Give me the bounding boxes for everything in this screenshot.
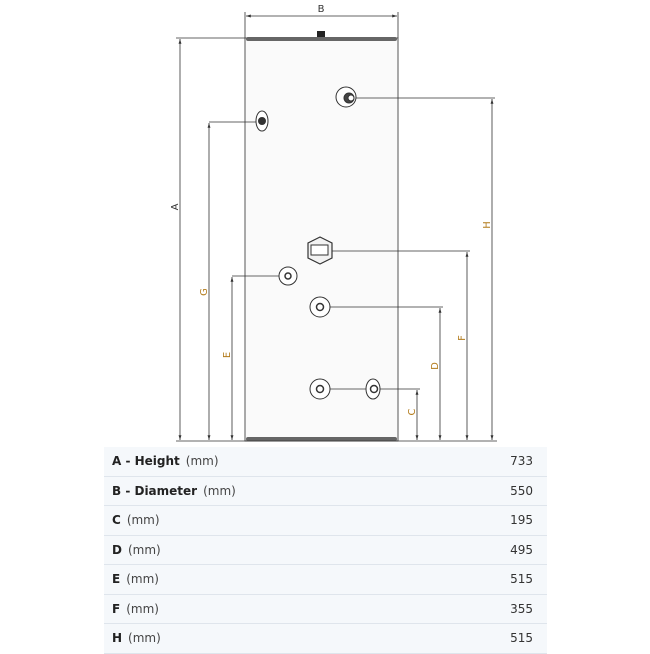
- spec-label: H (mm): [104, 623, 451, 654]
- spec-label: C (mm): [104, 505, 451, 536]
- spec-label: B - Diameter (mm): [104, 476, 451, 506]
- spec-unit: (mm): [203, 483, 236, 498]
- label-b: B: [318, 4, 325, 15]
- fitting-immersion-hex: [307, 236, 333, 265]
- label-g: G: [199, 288, 210, 296]
- spec-value: 515: [450, 564, 547, 595]
- spec-key: A - Height: [112, 454, 180, 469]
- spec-value: 550: [450, 476, 547, 506]
- label-f: F: [457, 335, 468, 341]
- spec-value: 355: [450, 594, 547, 624]
- table-row: B - Diameter (mm) 550: [104, 476, 547, 506]
- spec-key: F: [112, 601, 121, 616]
- spec-key: C: [112, 513, 121, 528]
- fitting-e: [278, 266, 298, 286]
- label-a: A: [170, 203, 181, 210]
- spec-label: A - Height (mm): [104, 447, 451, 477]
- spec-unit: (mm): [127, 542, 161, 557]
- fitting-d: [309, 296, 331, 318]
- table-row: C (mm) 195: [104, 505, 547, 536]
- table-row: E (mm) 515: [104, 564, 547, 595]
- spec-value: 195: [450, 505, 547, 536]
- spec-key: D: [112, 542, 122, 557]
- fitting-c-left: [309, 378, 331, 400]
- fittings: [255, 86, 381, 400]
- table-row: H (mm) 515: [104, 623, 547, 654]
- table-row: A - Height (mm) 733: [104, 447, 547, 477]
- spec-label: D (mm): [104, 535, 451, 565]
- label-e: E: [222, 352, 233, 358]
- spec-unit: (mm): [126, 572, 159, 587]
- spec-key: B - Diameter: [112, 483, 198, 498]
- table-row: D (mm) 495: [104, 535, 547, 565]
- dimension-lines: [178, 14, 494, 440]
- fitting-c-right: [365, 378, 381, 400]
- table-row: F (mm) 355: [104, 594, 547, 624]
- fitting-g: [255, 110, 269, 132]
- label-c: C: [407, 408, 418, 415]
- spec-value: 495: [450, 535, 547, 565]
- spec-key: E: [112, 572, 121, 587]
- cylinder-dimension-diagram: B A G E C D F H: [170, 4, 497, 442]
- label-d: D: [430, 362, 441, 370]
- spec-unit: (mm): [185, 454, 219, 469]
- spec-value: 515: [450, 623, 547, 654]
- spec-label: E (mm): [104, 564, 451, 595]
- spec-key: H: [112, 631, 123, 646]
- spec-unit: (mm): [128, 631, 161, 646]
- spec-label: F (mm): [104, 594, 451, 624]
- spec-unit: (mm): [126, 513, 160, 528]
- spec-unit: (mm): [126, 601, 159, 616]
- spec-value: 733: [450, 447, 547, 477]
- label-h: H: [482, 221, 493, 229]
- fitting-top-right: [335, 86, 357, 108]
